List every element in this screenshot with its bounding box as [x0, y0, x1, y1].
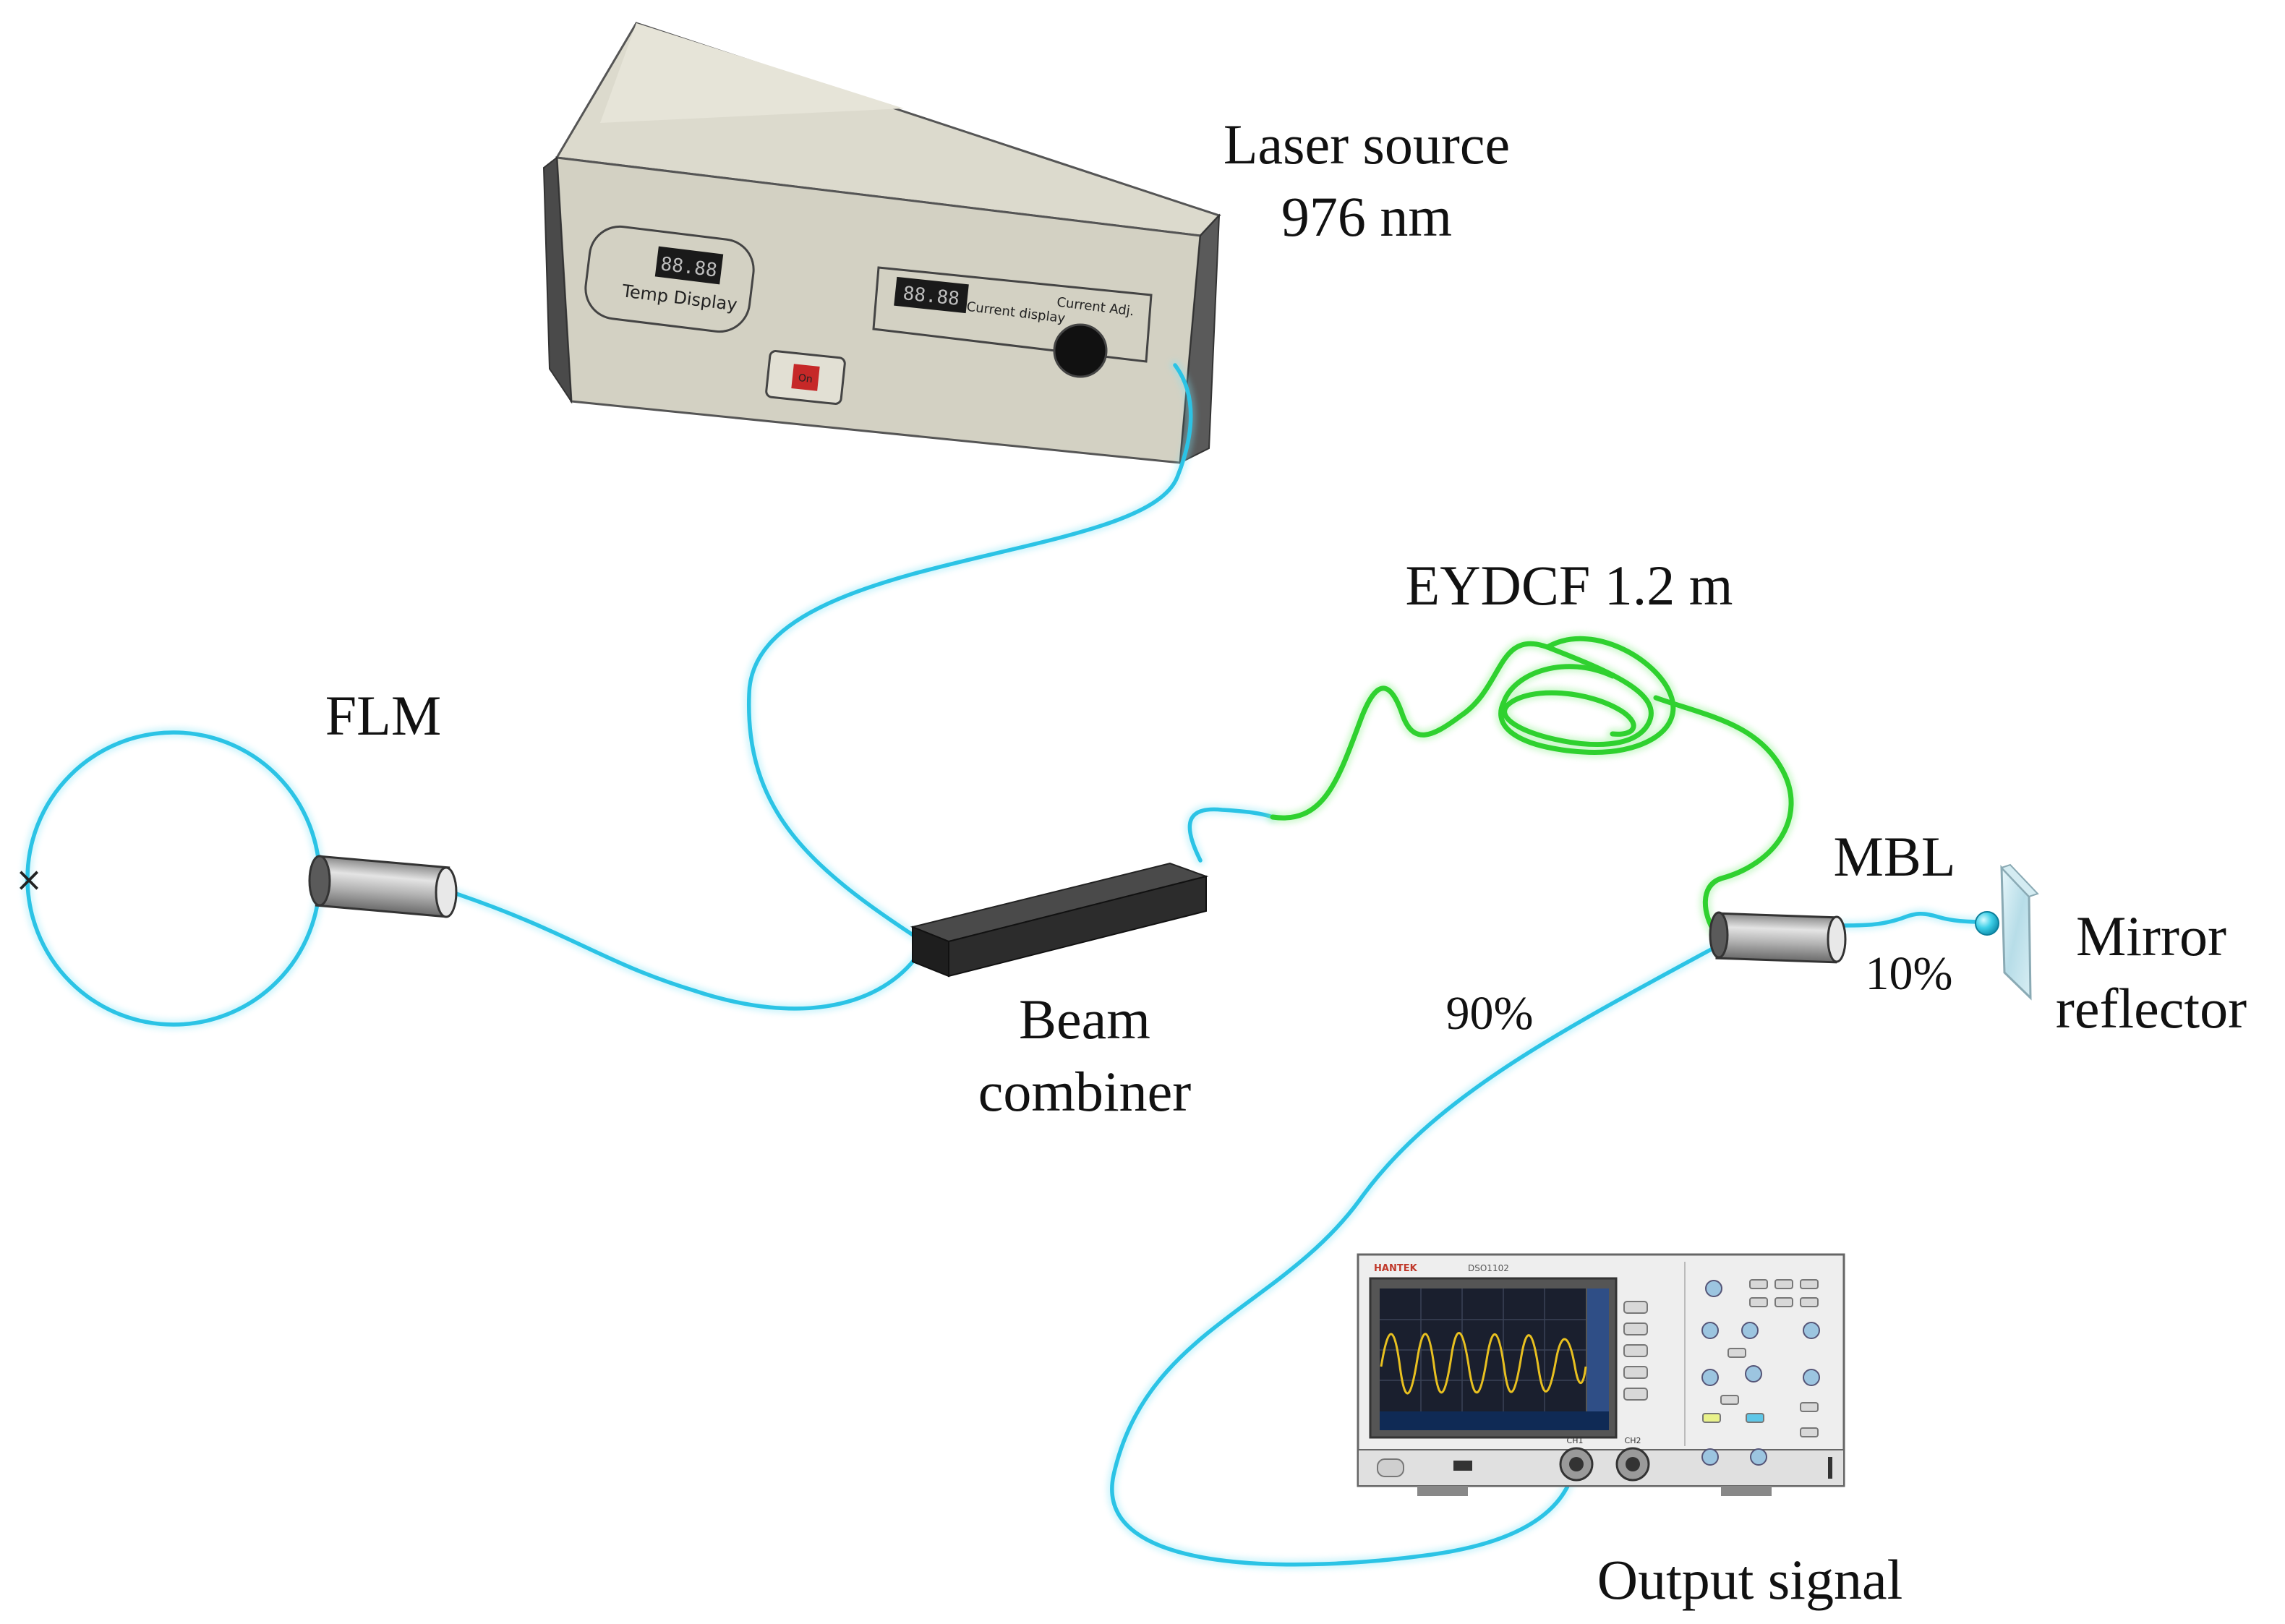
flm-collimator-left-face — [308, 855, 331, 907]
laser-source-unit: 88.88 Temp Display 88.88 Current display… — [542, 22, 1221, 464]
mirror-reflector-label-line1: Mirror — [2076, 905, 2226, 967]
flm-fiber-loop — [25, 730, 322, 1027]
scope-control-knobs — [1701, 1280, 1820, 1466]
output-signal-label: Output signal — [1597, 1548, 1903, 1611]
flm-crossing-mark: × — [15, 860, 43, 899]
split-90-label: 90% — [1445, 987, 1534, 1040]
output-fiber — [1110, 945, 1717, 1567]
temp-display-screen — [654, 246, 724, 285]
beam-combiner-label-line2: combiner — [978, 1059, 1192, 1123]
fiber-end-ball — [1975, 911, 1999, 936]
mbl-collimator-right-face — [1827, 915, 1847, 963]
scope-side-menu — [1587, 1288, 1609, 1411]
mbl-collimator-body — [1715, 912, 1839, 964]
current-panel — [872, 266, 1153, 363]
scope-foot-left — [1417, 1486, 1468, 1496]
passive-fibers — [22, 360, 1990, 1570]
mirror-edge — [2000, 863, 2039, 898]
mbl-collimator — [1709, 911, 1847, 964]
flm-collimator-right-face — [435, 866, 458, 918]
mbl-to-mirror-fiber — [1835, 912, 1987, 928]
scope-menu-buttons — [1623, 1301, 1648, 1401]
flm-collimator-body — [315, 855, 450, 918]
scope-model: DSO1102 — [1468, 1263, 1509, 1273]
scope-foot-right — [1721, 1486, 1772, 1496]
mbl-label: MBL — [1833, 825, 1956, 888]
laser-source-label-line1: Laser source — [1223, 113, 1511, 176]
laser-top-highlight — [600, 23, 904, 123]
scope-ch2-label: CH2 — [1625, 1436, 1641, 1445]
beam-combiner-label: Beam combiner — [933, 983, 1237, 1128]
mbl-collimator-left-face — [1709, 911, 1729, 959]
eydcf-label: EYDCF 1.2 m — [1405, 554, 1733, 617]
laser-source-label: Laser source 976 nm — [1179, 108, 1555, 253]
mirror-reflector-label: Mirror reflector — [2032, 900, 2271, 1045]
scope-status-bar — [1380, 1411, 1609, 1430]
power-switch-button — [791, 364, 820, 391]
power-switch-label: On — [798, 372, 813, 385]
mirror-reflector-device — [1975, 863, 2039, 1001]
combiner-side — [948, 875, 1207, 978]
scope-right-handle — [1828, 1457, 1832, 1479]
scope-ch1-label: CH1 — [1567, 1436, 1584, 1445]
oscilloscope-device: HANTEK DSO1102 — [1357, 1253, 1845, 1496]
flm-label: FLM — [325, 684, 442, 747]
laser-left-edge — [542, 156, 573, 404]
scope-usb-port — [1453, 1461, 1472, 1471]
mirror-reflector-label-line2: reflector — [2055, 976, 2247, 1040]
scope-ch2-connector-core — [1626, 1457, 1640, 1471]
scope-brand: HANTEK — [1374, 1263, 1418, 1274]
scope-bottom-bar — [1357, 1449, 1845, 1487]
flm-to-combiner-fiber — [452, 891, 921, 1011]
eydcf-doped-fiber — [1267, 633, 1798, 939]
scope-trace — [1380, 1332, 1587, 1395]
scope-ch1-connector-core — [1569, 1457, 1584, 1471]
pump-fiber — [747, 363, 1193, 941]
scope-power-button — [1377, 1458, 1404, 1477]
current-display-screen — [894, 276, 969, 314]
current-adjust-knob — [1053, 323, 1108, 378]
flm-collimator — [308, 855, 458, 918]
combiner-output-fiber — [1187, 807, 1275, 863]
laser-source-label-line2: 976 nm — [1281, 184, 1453, 248]
beam-combiner-device — [910, 862, 1209, 978]
temp-display-panel — [584, 225, 755, 333]
beam-combiner-label-line1: Beam — [1019, 988, 1150, 1051]
split-10-label: 10% — [1865, 947, 1953, 1000]
scope-control-buttons — [1702, 1279, 1819, 1437]
